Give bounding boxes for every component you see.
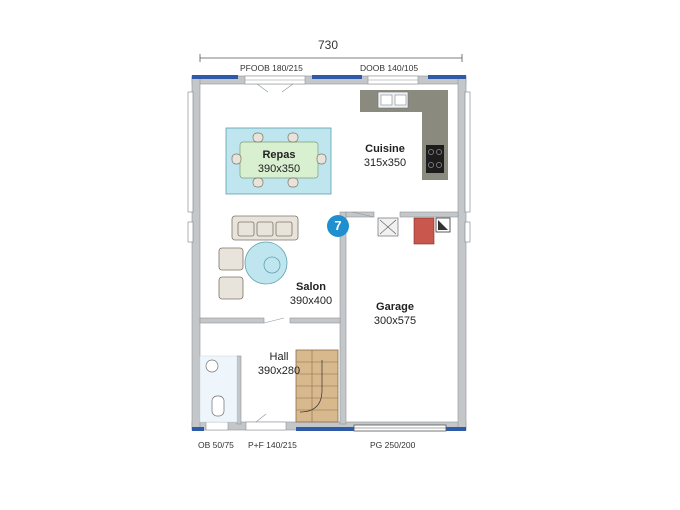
- room-garage-size: 300x575: [373, 315, 417, 327]
- interior-walls: [199, 211, 459, 425]
- total-width-label: 730: [318, 38, 339, 52]
- garage-fixtures: [377, 217, 451, 245]
- living-furniture: [218, 215, 299, 300]
- facade-windows: [192, 75, 466, 431]
- door-swings: [263, 211, 375, 324]
- room-cuisine: Cuisine 315x350: [350, 142, 420, 170]
- room-salon-name: Salon: [296, 281, 326, 293]
- room-repas: Repas 390x350: [244, 148, 314, 176]
- kitchen-counter: [360, 90, 448, 180]
- room-salon: Salon 390x400: [276, 280, 346, 308]
- window-ob: [205, 421, 229, 431]
- window-doob: [367, 75, 419, 85]
- window-doob-label: DOOB 140/105: [360, 63, 419, 73]
- garage-door: [353, 424, 447, 432]
- wc-area: [199, 355, 238, 423]
- room-hall-name: Hall: [269, 351, 289, 363]
- dining-table: [225, 127, 332, 195]
- door-pf: [245, 413, 287, 431]
- room-cuisine-size: 315x350: [363, 157, 407, 169]
- staircase: [295, 349, 339, 423]
- garage-door-label: PG 250/200: [370, 440, 416, 450]
- dimension-line: [199, 54, 463, 62]
- side-windows: [187, 91, 471, 243]
- room-hall-size: 390x280: [257, 365, 301, 377]
- room-hall: Hall 390x280: [244, 350, 314, 378]
- step-badge: 7: [327, 215, 349, 237]
- room-garage: Garage 300x575: [360, 300, 430, 328]
- room-garage-name: Garage: [376, 301, 414, 313]
- window-pfoob: [244, 75, 306, 93]
- room-repas-name: Repas: [262, 149, 296, 161]
- door-pf-label: P+F 140/215: [248, 440, 297, 450]
- window-ob-label: OB 50/75: [198, 440, 234, 450]
- room-repas-size: 390x350: [257, 163, 301, 175]
- room-salon-size: 390x400: [289, 295, 333, 307]
- room-cuisine-name: Cuisine: [365, 143, 405, 155]
- window-pfoob-label: PFOOB 180/215: [240, 63, 303, 73]
